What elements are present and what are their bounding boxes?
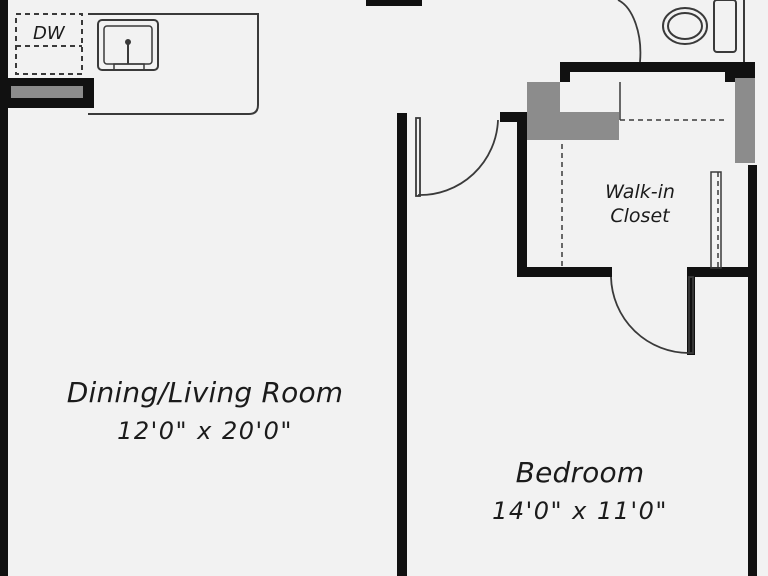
bath-gray-block — [735, 78, 755, 163]
toilet-bowl — [662, 7, 708, 45]
bath-bottom-wall — [560, 62, 755, 72]
closet-left-wall — [517, 112, 527, 277]
faucet-head — [125, 39, 131, 45]
living-door-swing — [417, 119, 499, 196]
closet-name-line1: Walk-in — [605, 181, 675, 203]
closet-shelf-cut — [560, 82, 620, 112]
toilet — [662, 0, 745, 62]
bedroom-name: Bedroom — [515, 456, 645, 489]
living-door-leaf — [415, 117, 421, 197]
bedroom-dimensions: 14'0" x 11'0" — [492, 497, 668, 525]
kitchen-counter-block — [11, 86, 83, 98]
bathroom-door-swing — [617, 0, 642, 63]
top-wall-segment — [366, 0, 422, 6]
closet-label: Walk-in Closet — [580, 180, 700, 228]
faucet-base — [113, 63, 145, 71]
closet-bottom-right-wall — [693, 267, 757, 277]
closet-bar — [710, 171, 722, 269]
closet-bottom-left-wall — [517, 267, 612, 277]
right-exterior-wall — [748, 165, 757, 576]
bedroom-label: Bedroom 14'0" x 11'0" — [460, 456, 700, 526]
dishwasher-label: DW — [33, 23, 65, 44]
toilet-seat — [667, 12, 703, 40]
closet-door-leaf — [688, 276, 694, 354]
wall-stub — [687, 267, 695, 355]
doors — [415, 0, 694, 354]
closet-details — [561, 82, 725, 269]
kitchen-counter — [88, 13, 259, 115]
living-room-dimensions: 12'0" x 20'0" — [117, 417, 293, 445]
closet-right-wall — [725, 72, 755, 82]
closet-name-line2: Closet — [610, 205, 670, 227]
living-room-name: Dining/Living Room — [66, 376, 344, 409]
toilet-tank — [713, 0, 737, 53]
living-bedroom-wall — [397, 113, 407, 576]
gray-blocks — [11, 78, 755, 163]
living-room-label: Dining/Living Room 12'0" x 20'0" — [40, 376, 370, 446]
left-exterior-wall — [0, 0, 8, 576]
closet-door-swing — [610, 276, 690, 354]
